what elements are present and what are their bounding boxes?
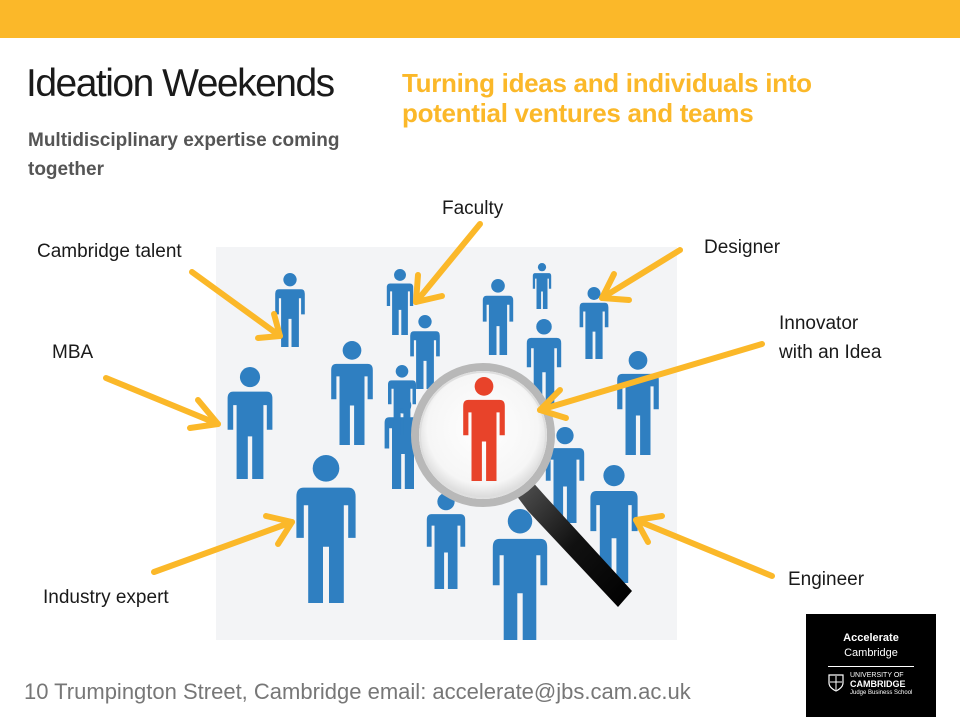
person-icon <box>410 315 440 389</box>
page-title: Ideation Weekends <box>26 62 335 105</box>
label-innovator-line2: with an Idea <box>779 342 882 363</box>
logo-school: Judge Business School <box>850 690 913 696</box>
person-icon <box>388 365 416 435</box>
label-designer: Designer <box>704 237 781 258</box>
person-icon <box>532 263 552 309</box>
label-faculty: Faculty <box>442 198 504 219</box>
people-illustration <box>216 247 677 640</box>
university-crest-icon <box>828 674 844 692</box>
tagline: Turning ideas and individuals into poten… <box>402 68 812 128</box>
footer-address: 10 Trumpington Street, Cambridge email: … <box>24 679 691 704</box>
arrow-icon-faculty <box>413 221 483 305</box>
person-icon <box>426 493 466 589</box>
arrow-icon-mba <box>103 375 221 431</box>
person-icon <box>482 279 514 355</box>
label-innovator-line1: Innovator <box>779 313 859 334</box>
label-industry-expert: Industry expert <box>43 587 169 608</box>
logo-university: UNIVERSITY OF CAMBRIDGE <box>850 672 906 689</box>
logo-uni-line2: CAMBRIDGE <box>850 679 906 689</box>
subtitle: Multidisciplinary expertise coming toget… <box>28 130 340 180</box>
logo-divider <box>828 666 914 667</box>
arrow-icon-industry-expert <box>151 513 295 575</box>
person-icon <box>386 269 414 335</box>
label-cambridge-talent: Cambridge talent <box>37 241 182 262</box>
people-figures <box>227 263 659 640</box>
person-icon <box>579 287 609 359</box>
person-icon <box>331 341 373 445</box>
arrow-icon-innovator <box>537 341 765 421</box>
logo-uni-line1: UNIVERSITY OF <box>850 672 904 679</box>
top-accent-bar <box>0 0 960 38</box>
person-icon <box>296 455 356 603</box>
label-mba: MBA <box>52 342 94 363</box>
accelerate-cambridge-logo: Accelerate Cambridge UNIVERSITY OF CAMBR… <box>806 614 936 717</box>
arrow-icon-engineer <box>633 513 775 579</box>
person-icon <box>617 351 659 455</box>
logo-line2: Cambridge <box>844 647 898 659</box>
highlighted-person-icon <box>463 377 505 481</box>
person-icon <box>545 427 585 523</box>
arrow-icon-designer <box>599 247 683 303</box>
arrow-icon-cambridge-talent <box>189 269 283 341</box>
logo-line1: Accelerate <box>843 632 899 644</box>
person-icon <box>275 273 305 347</box>
label-engineer: Engineer <box>788 569 865 590</box>
person-icon <box>492 509 548 640</box>
person-icon <box>227 367 273 479</box>
